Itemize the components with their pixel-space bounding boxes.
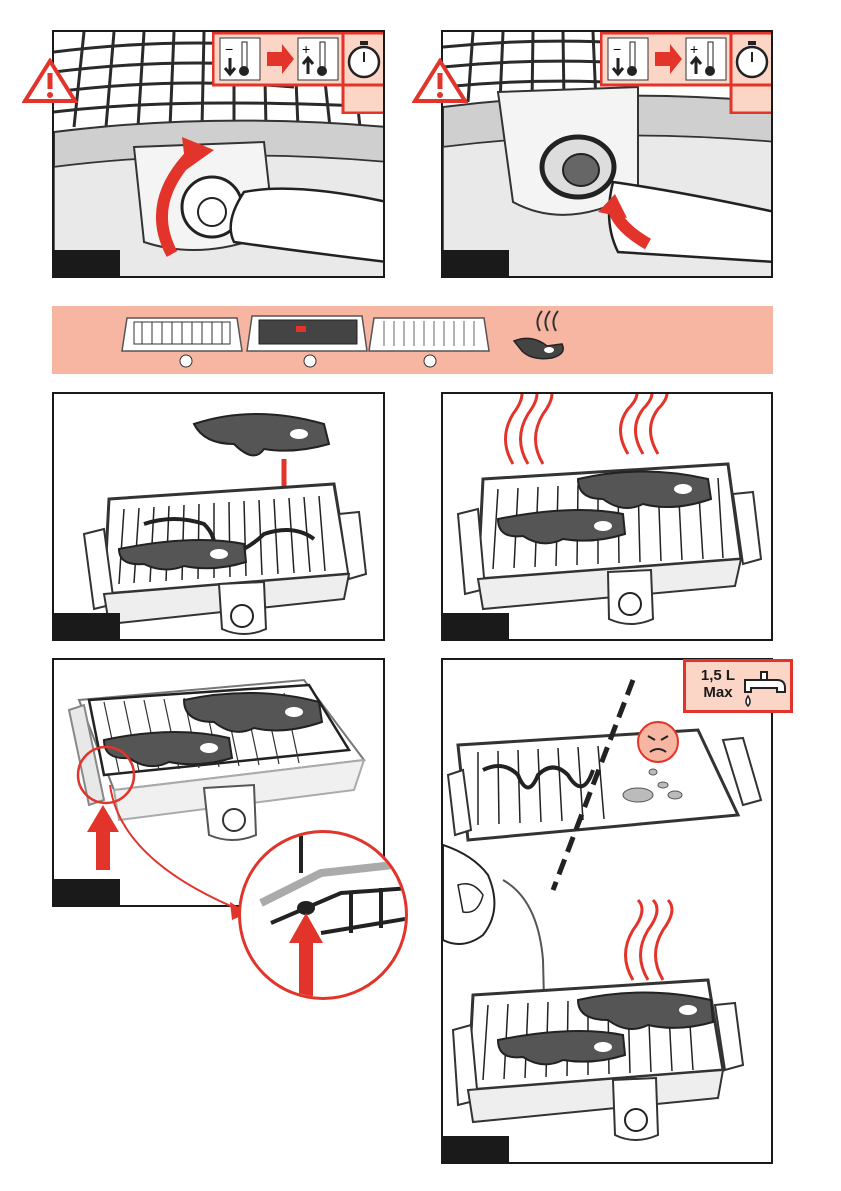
water-tap-icon	[741, 666, 789, 708]
zoom-detail-circle	[238, 830, 408, 1000]
thermometer-icon: +	[686, 38, 726, 80]
thermometer-icon: −	[608, 38, 648, 80]
zoom-connector	[100, 780, 260, 930]
svg-text:−: −	[613, 41, 621, 57]
step-panel-water-tray	[441, 658, 773, 1164]
water-capacity-badge: 1,5 L Max	[683, 659, 793, 713]
water-capacity-text: 1,5 L Max	[694, 667, 742, 701]
temperature-timer-header: − +	[212, 32, 385, 114]
svg-text:+: +	[302, 41, 310, 57]
thermometer-icon: +	[298, 38, 338, 80]
step-number-tab	[54, 613, 120, 639]
heat-waves-icon	[506, 394, 668, 464]
thermometer-icon: −	[220, 38, 260, 80]
svg-text:+: +	[690, 41, 698, 57]
angry-face-icon	[638, 722, 678, 762]
grill-model-icon	[369, 318, 489, 367]
step-number-tab	[54, 250, 120, 276]
step-number-tab	[443, 1136, 509, 1162]
step-panel-knob-on: − +	[52, 30, 385, 278]
grill-models-band	[52, 306, 773, 374]
water-capacity-max: Max	[694, 684, 742, 701]
water-capacity-amount: 1,5 L	[694, 667, 742, 684]
grill-model-icon	[122, 318, 242, 367]
heat-waves-icon	[626, 900, 673, 980]
water-tray-illustration	[443, 660, 773, 1164]
grill-model-icon	[247, 316, 367, 367]
step-number-tab	[443, 250, 509, 276]
step-panel-cooking	[441, 392, 773, 641]
cooking-illustration	[443, 394, 773, 641]
step-number-tab	[443, 613, 509, 639]
place-steak-illustration	[54, 394, 385, 641]
hot-steak-icon	[514, 311, 563, 359]
warning-triangle-icon	[22, 58, 78, 104]
step-panel-knob-off: − +	[441, 30, 773, 278]
warning-triangle-icon	[412, 58, 468, 104]
step-panel-place-steak	[52, 392, 385, 641]
svg-text:−: −	[225, 41, 233, 57]
temperature-timer-header: − +	[600, 32, 773, 114]
